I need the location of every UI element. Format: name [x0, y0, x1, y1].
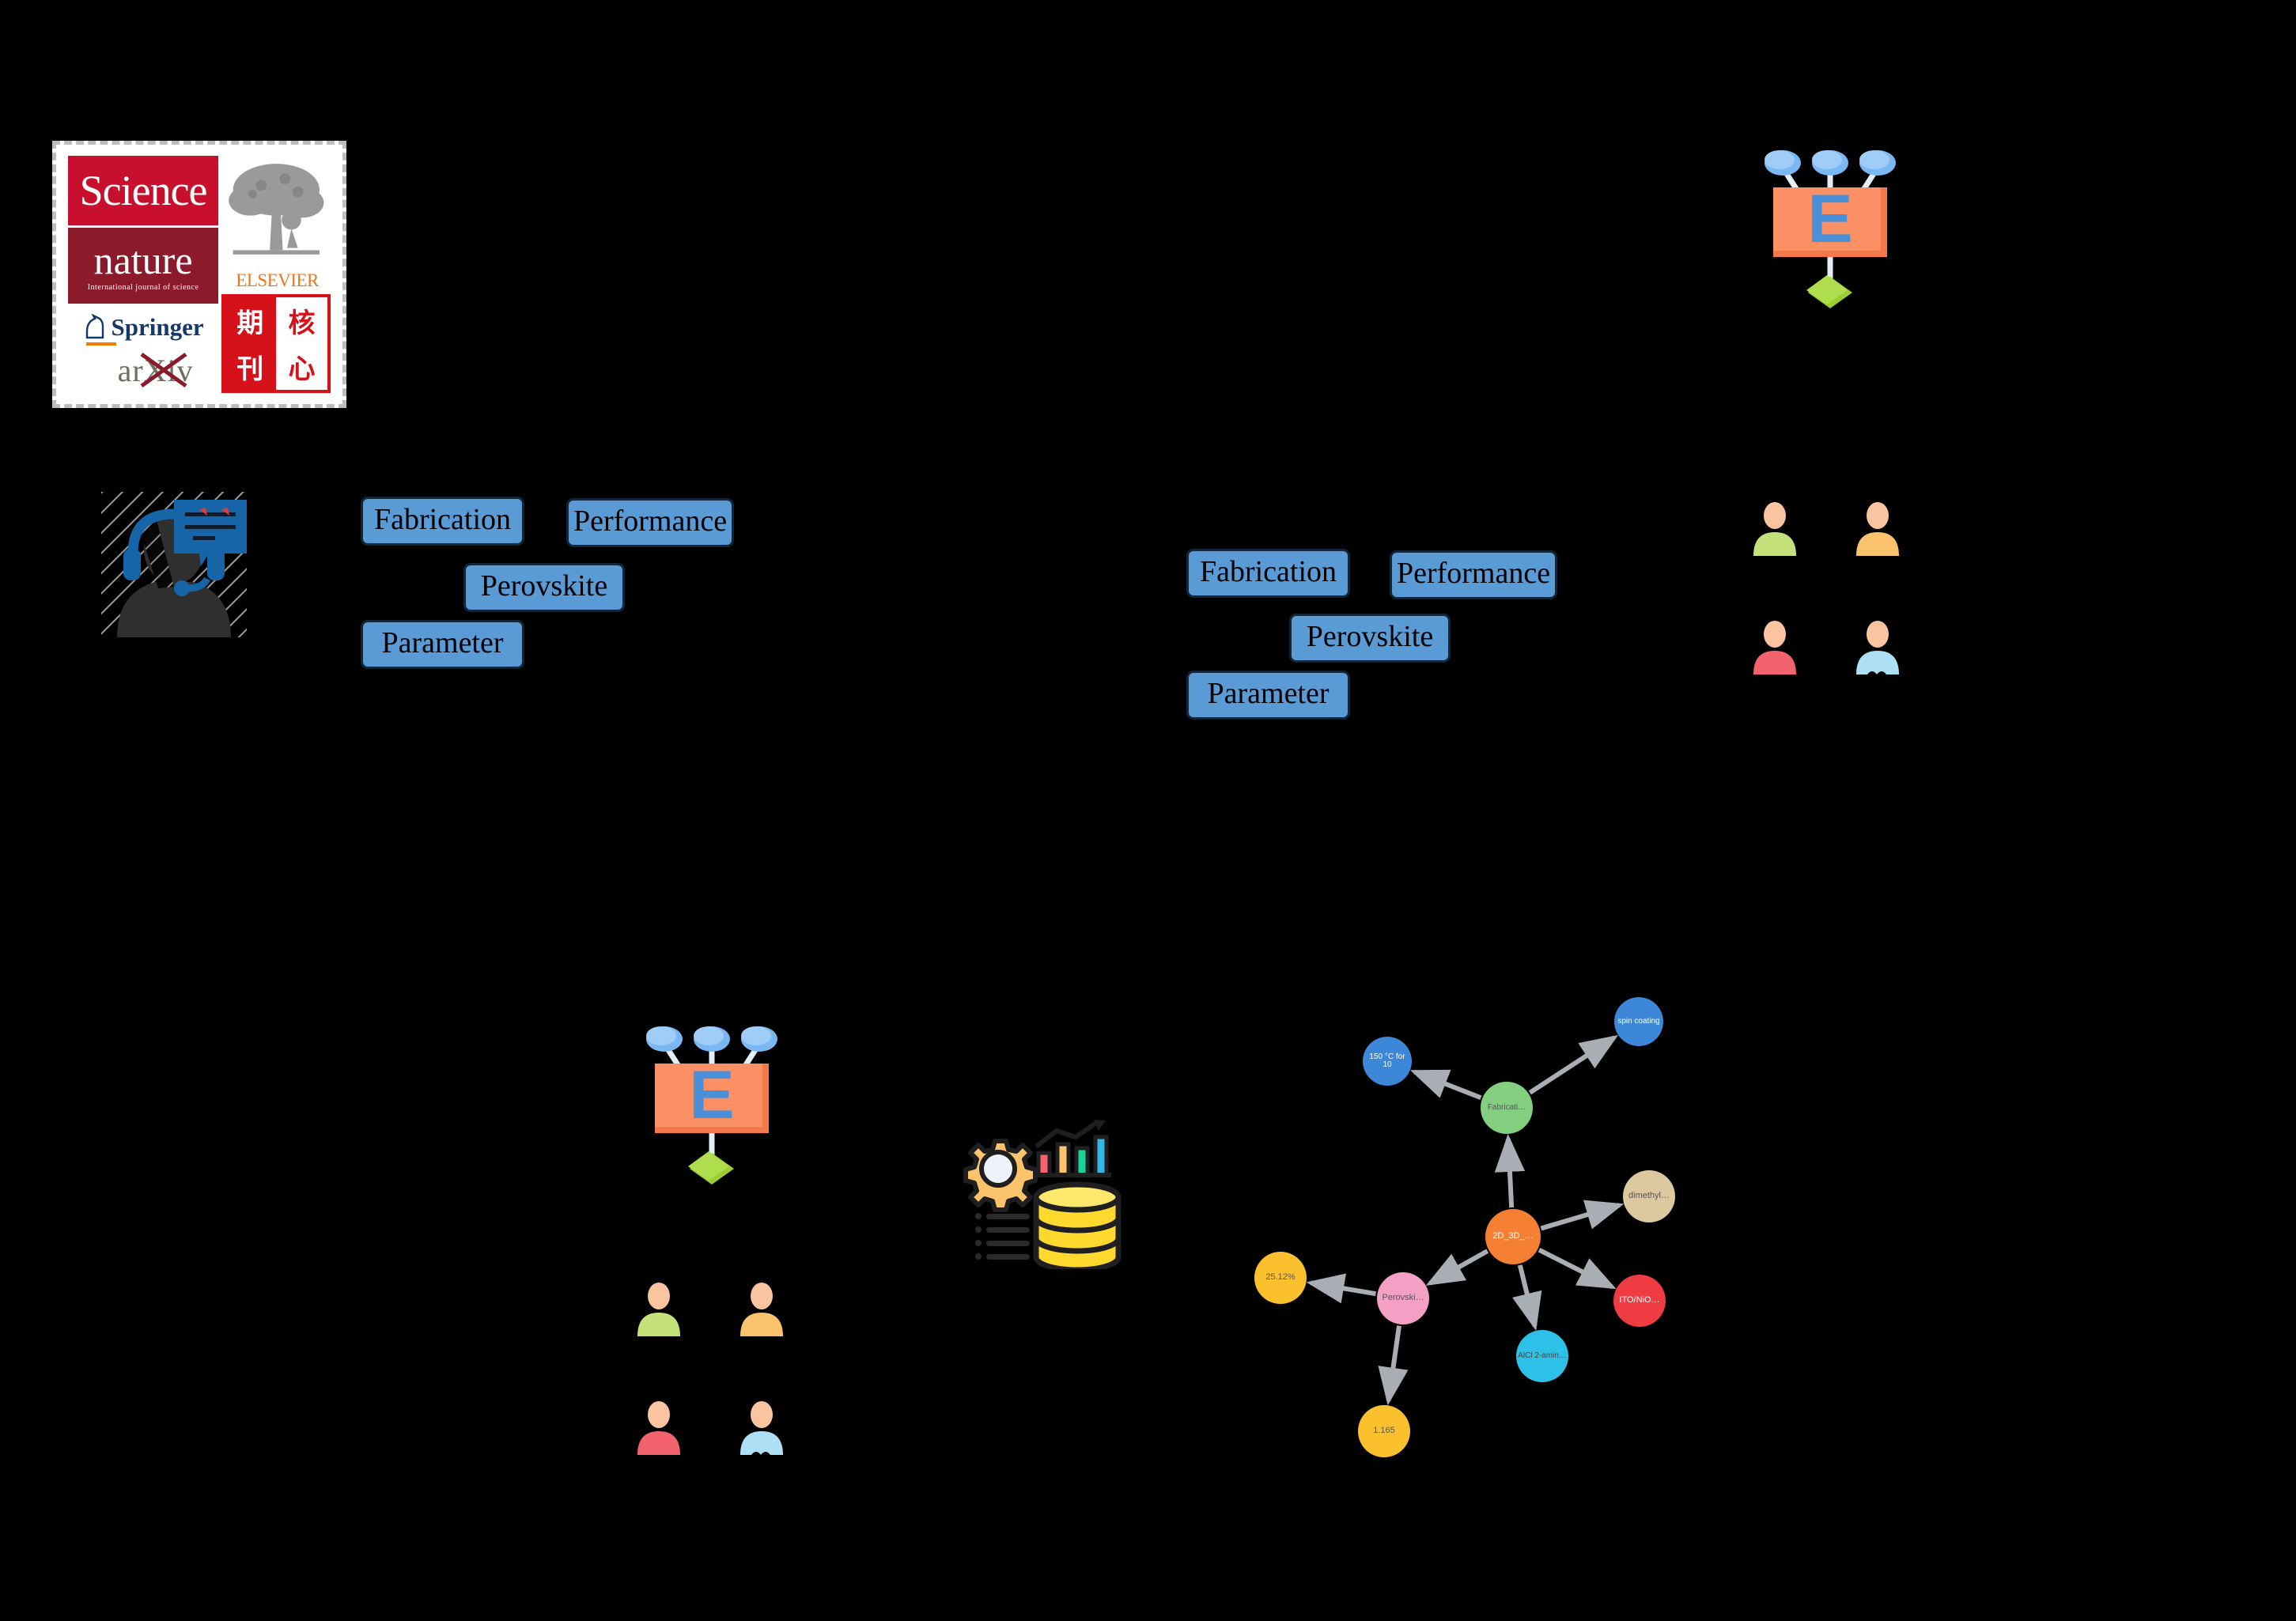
chinese-core-journal-logo: 期 核 刊 心 [221, 293, 331, 393]
kg-node-label: Fabricati… [1487, 1102, 1526, 1112]
label-chip-text: Parameter [1207, 677, 1330, 710]
avatar-blue [737, 1401, 786, 1460]
bar-chart-icon [1035, 1120, 1111, 1177]
label-chip-text: Fabrication [373, 503, 512, 536]
avatar-orange [1853, 502, 1902, 561]
knowledge-graph-edge [1538, 1248, 1617, 1290]
avatar-orange [737, 1283, 786, 1342]
kg-node-label: ITO/NiO… [1619, 1295, 1660, 1305]
kg-node-pce-25-12[interactable]: 25.12% [1254, 1252, 1307, 1304]
publisher-logo-collage: Science nature International journal of … [52, 141, 346, 408]
nature-logo-subtitle: International journal of science [87, 282, 199, 292]
label-chip-text: Fabrication [1199, 555, 1337, 588]
springer-knight-icon [86, 314, 104, 339]
list-icon [975, 1213, 1030, 1260]
label-chip-perovskite[interactable]: Perovskite [1289, 614, 1451, 663]
arxiv-x-stroke-icon [140, 353, 187, 388]
springer-accent-bar [85, 342, 116, 346]
knowledge-graph-edge [1494, 1133, 1526, 1208]
entity-icon-letter: E [689, 1057, 734, 1133]
label-chip-parameter[interactable]: Parameter [1186, 671, 1350, 720]
elsevier-tree-icon [222, 156, 331, 266]
cn-cell-3: 刊 [224, 343, 276, 390]
nature-logo-title: nature [93, 237, 193, 282]
kg-node-fabrication[interactable]: Fabricati… [1481, 1082, 1533, 1134]
avatar-green [1750, 502, 1799, 561]
kg-node-label: AlCl 2-amin… [1518, 1351, 1567, 1360]
avatar-blue [1853, 621, 1902, 680]
label-chip-text: Performance [573, 504, 728, 538]
label-chip-perovskite[interactable]: Perovskite [463, 563, 625, 612]
kg-node-voc-1-165[interactable]: 1.165 [1358, 1405, 1410, 1457]
label-chip-text: Perovskite [1306, 620, 1434, 653]
knowledge-graph-edge [1409, 1069, 1482, 1101]
kg-node-label: 150 °C for 10 [1369, 1052, 1405, 1069]
kg-node-2d-3d[interactable]: 2D_3D_… [1485, 1209, 1541, 1264]
database-icon [1033, 1181, 1122, 1273]
label-chip-text: Parameter [381, 626, 504, 659]
knowledge-graph-edge [1306, 1273, 1376, 1304]
avatar-green [634, 1283, 683, 1342]
label-chip-parameter[interactable]: Parameter [361, 620, 524, 669]
kg-node-label: dimethyl… [1628, 1191, 1670, 1201]
knowledge-graph-edge [1512, 1264, 1542, 1331]
kg-node-label: spin coating [1617, 1016, 1660, 1026]
gear-icon [963, 1139, 1038, 1212]
kg-node-spin-coating[interactable]: spin coating [1614, 997, 1663, 1046]
kg-node-ito-nio[interactable]: ITO/NiO… [1613, 1275, 1666, 1327]
knowledge-graph-edge [1540, 1200, 1625, 1231]
kg-node-label: Perovski… [1382, 1293, 1424, 1303]
avatar-red [634, 1401, 683, 1460]
springer-logo-text: Springer [111, 313, 204, 342]
kg-node-150c-for-10[interactable]: 150 °C for 10 [1363, 1037, 1412, 1086]
knowledge-graph: spin coating 150 °C for 10 Fabricati… dimet… [1234, 973, 1724, 1463]
knowledge-graph-edge [1528, 1034, 1619, 1095]
knowledge-graph-edge [1425, 1249, 1489, 1286]
kg-node-dimethyl[interactable]: dimethyl… [1623, 1170, 1675, 1222]
nature-logo: nature International journal of science [67, 227, 219, 304]
avatar-red [1750, 621, 1799, 680]
cn-cell-2: 核 [275, 297, 328, 344]
data-processing-icon [949, 1099, 1135, 1273]
kg-node-label: 1.165 [1373, 1426, 1395, 1436]
kg-node-label: 2D_3D_… [1492, 1231, 1534, 1241]
label-chip-fabrication[interactable]: Fabrication [361, 497, 524, 546]
springer-logo: Springer [68, 307, 218, 349]
entity-relation-icon: E [1751, 136, 1909, 310]
label-chip-performance[interactable]: Performance [566, 498, 734, 547]
science-logo: Science [67, 156, 219, 225]
label-chip-performance[interactable]: Performance [1390, 550, 1557, 599]
cn-cell-1: 期 [224, 297, 276, 344]
elsevier-logo: ELSEVIER [236, 270, 319, 290]
kg-node-perovskite[interactable]: Perovski… [1377, 1272, 1429, 1324]
entity-relation-icon: E [633, 1012, 791, 1186]
kg-node-alcl-2-amino[interactable]: AlCl 2-amin… [1516, 1330, 1568, 1382]
knowledge-graph-edges [1306, 1034, 1625, 1406]
cn-cell-4: 心 [275, 343, 328, 390]
kg-node-label: 25.12% [1265, 1272, 1296, 1283]
label-chip-fabrication[interactable]: Fabrication [1186, 549, 1350, 598]
label-chip-text: Performance [1396, 557, 1551, 590]
knowledge-graph-edge [1378, 1325, 1409, 1406]
label-chip-text: Perovskite [480, 569, 608, 603]
entity-icon-letter: E [1807, 181, 1852, 257]
arxiv-logo: arXiv [90, 346, 221, 395]
expert-annotator-icon [101, 492, 247, 637]
